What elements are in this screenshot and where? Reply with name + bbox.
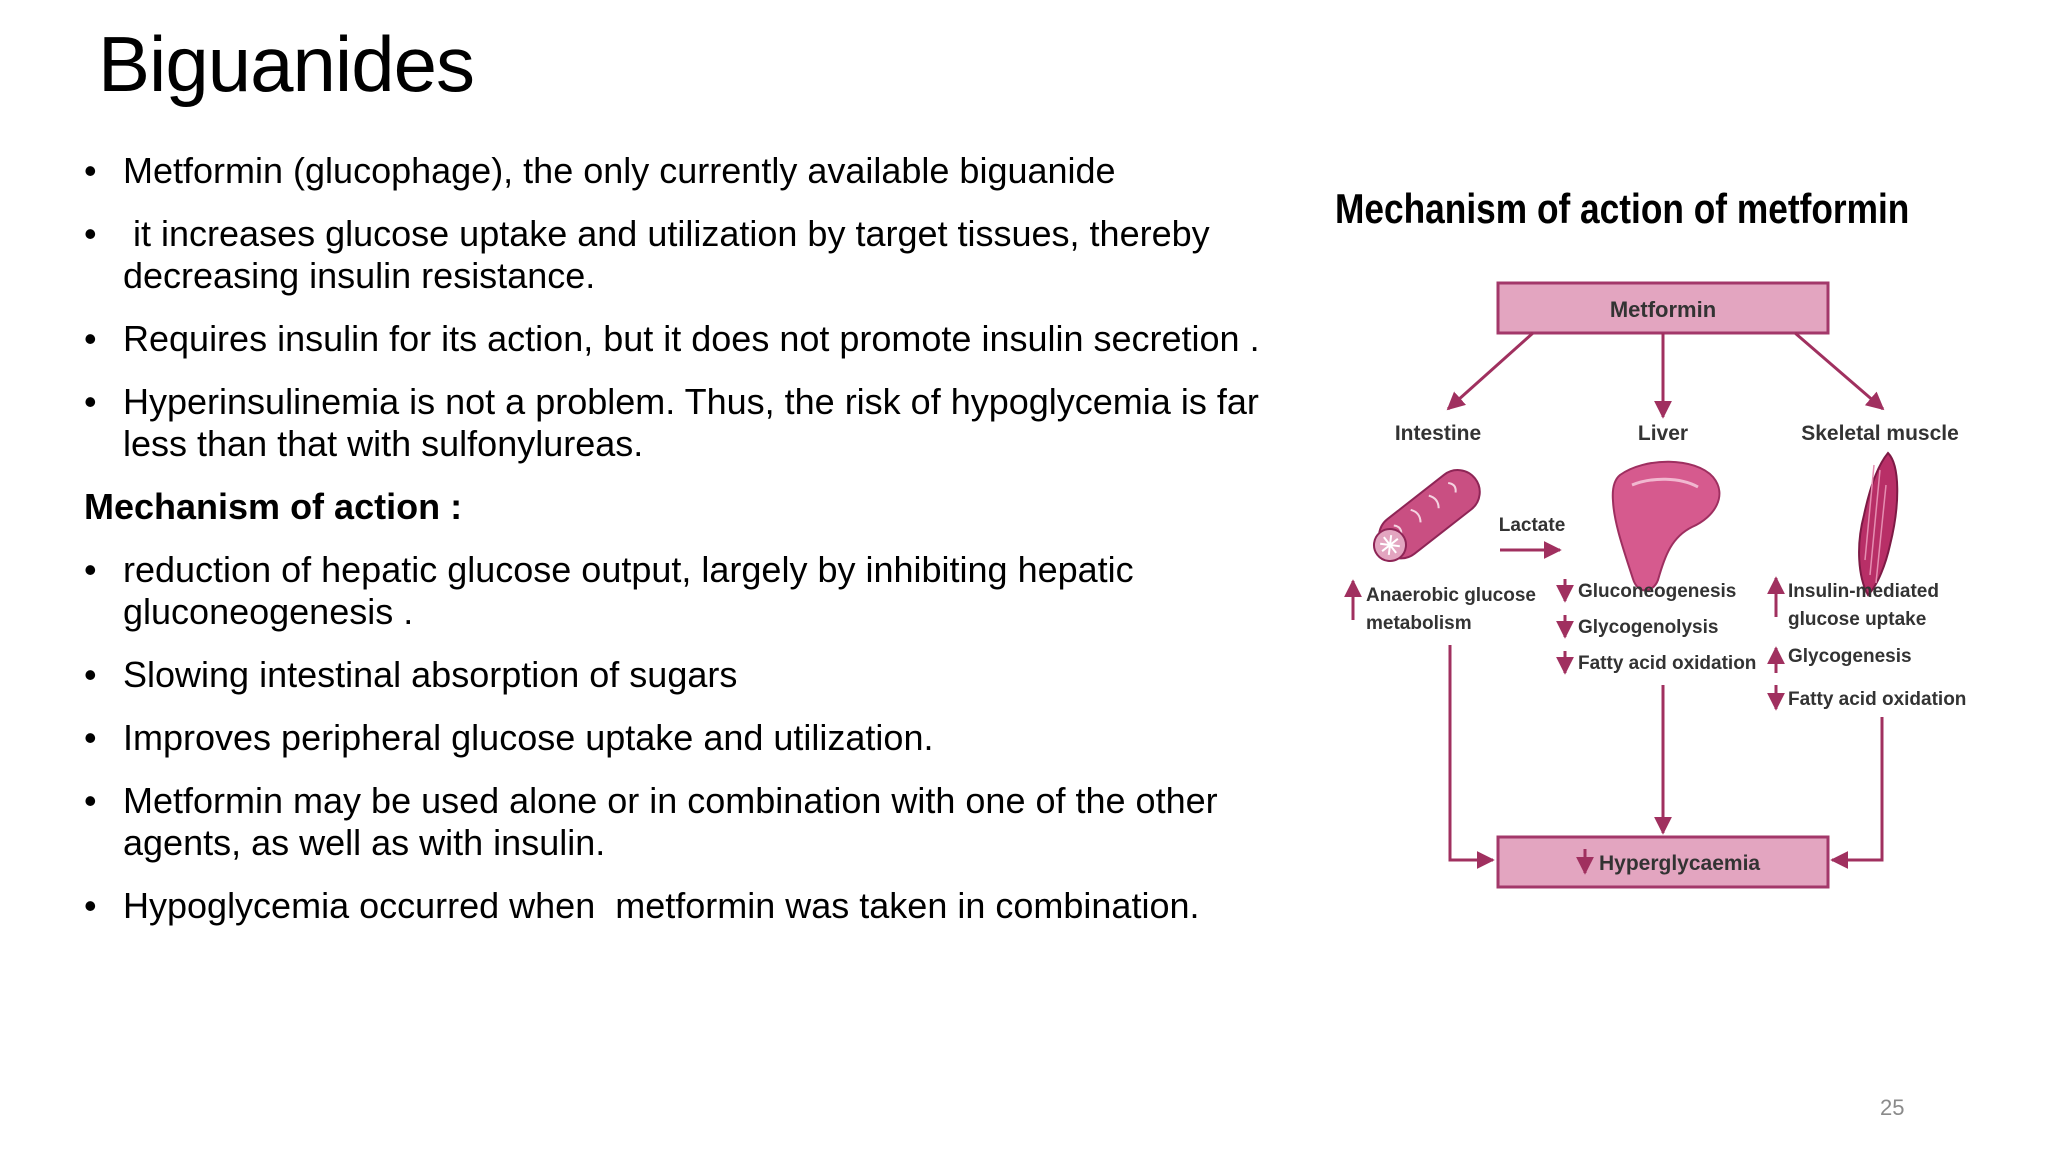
liver-effects: Gluconeogenesis Glycogenolysis Fatty aci… [1556,579,1756,675]
bullet-text: Metformin may be used alone or in combin… [123,780,1218,863]
figure-title: Mechanism of action of metformin [1335,185,1910,232]
bullet-item: • Requires insulin for its action, but i… [84,318,1264,360]
muscle-fibers [1864,464,1887,584]
intestine-effect-line: metabolism [1366,613,1472,634]
bullet-marker: • [84,717,97,758]
bullet-text: Hypoglycemia occurred when metformin was… [123,885,1200,926]
metformin-box-label: Metformin [1610,297,1716,322]
intestine-effect-line: Anaerobic glucose [1366,585,1536,606]
liver-effect-item: Gluconeogenesis [1578,581,1736,602]
bullet-marker: • [84,213,97,254]
muscle-effects: Insulin-mediated glucose uptake Glycogen… [1767,576,1966,711]
bullet-item: • Metformin may be used alone or in comb… [84,780,1264,864]
slide-content: • Metformin (glucophage), the only curre… [84,150,1264,948]
bullet-marker: • [84,318,97,359]
bullet-text: Requires insulin for its action, but it … [123,318,1260,359]
muscle-label: Skeletal muscle [1801,422,1959,445]
bullet-item: • Slowing intestinal absorption of sugar… [84,654,1264,696]
bullet-item: • Hyperinsulinemia is not a problem. Thu… [84,381,1264,465]
liver-illustration [1611,460,1721,592]
muscle-to-hyperglycaemia-arrow [1830,717,1884,869]
slide-title: Biguanides [98,20,475,108]
hyperglycaemia-box-label: Hyperglycaemia [1599,852,1760,875]
bullet-item: • Improves peripheral glucose uptake and… [84,717,1264,759]
arrow-to-muscle [1794,331,1885,411]
muscle-effect-line: Fatty acid oxidation [1788,689,1966,710]
bullet-item: • reduction of hepatic glucose output, l… [84,549,1264,633]
liver-label: Liver [1638,422,1688,445]
arrow-to-intestine [1446,331,1534,411]
bullet-item: • Hypoglycemia occurred when metformin w… [84,885,1264,927]
hyperglycaemia-box [1496,835,1830,889]
bullet-text: Slowing intestinal absorption of sugars [123,654,738,695]
bullet-text: Improves peripheral glucose uptake and u… [123,717,934,758]
metformin-mechanism-figure: Mechanism of action of metformin Metform… [1320,165,1980,915]
intestine-illustration [1372,469,1481,562]
bullet-text: Hyperinsulinemia is not a problem. Thus,… [123,381,1259,464]
bullet-marker: • [84,381,97,422]
liver-highlight [1631,477,1699,489]
bullet-marker: • [84,150,97,191]
muscle-effect-line: Insulin-mediated [1788,581,1939,602]
bullet-item: • Metformin (glucophage), the only curre… [84,150,1264,192]
intestine-label: Intestine [1395,422,1481,445]
bullet-marker: • [84,549,97,590]
intestine-effects: Anaerobic glucose metabolism [1344,579,1536,634]
section-heading: Mechanism of action : [84,486,463,527]
muscle-effect-line: glucose uptake [1788,609,1926,630]
bullet-text: reduction of hepatic glucose output, lar… [123,549,1134,632]
intestine-to-hyperglycaemia-arrow [1448,645,1495,869]
mechanism-diagram: Metformin Intestine Liver Skeletal muscl… [1344,281,1966,889]
bullet-text: Metformin (glucophage), the only current… [123,150,1116,191]
muscle-illustration [1858,451,1899,597]
bullet-marker: • [84,780,97,821]
liver-effect-item: Fatty acid oxidation [1578,653,1756,674]
bullet-text: it increases glucose uptake and utilizat… [123,213,1220,296]
metformin-box [1496,281,1830,335]
bullet-item: • it increases glucose uptake and utiliz… [84,213,1264,297]
bullet-marker: • [84,654,97,695]
liver-effect-item: Glycogenolysis [1578,617,1718,638]
muscle-effect-line: Glycogenesis [1788,646,1912,667]
lactate-label: Lactate [1499,515,1566,536]
bullet-marker: • [84,885,97,926]
page-number: 25 [1880,1095,1905,1120]
